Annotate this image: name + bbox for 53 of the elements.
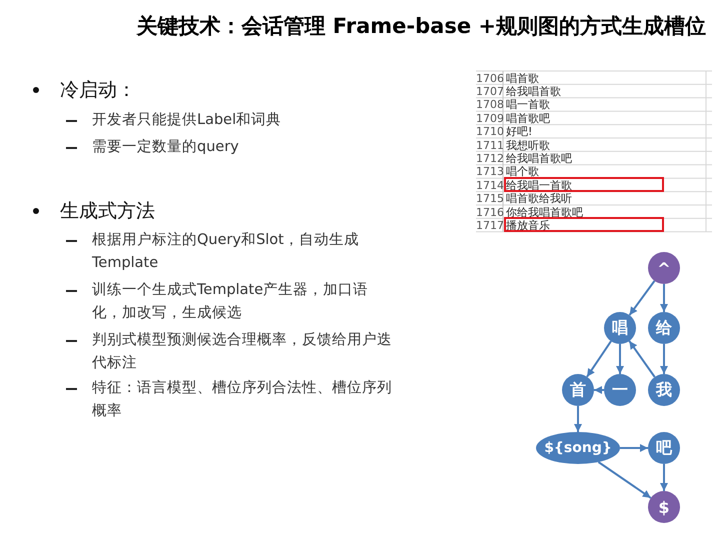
- row-number: 1711: [476, 138, 502, 152]
- table-cell: 你给我唱首歌吧: [506, 206, 583, 218]
- arrow: [660, 284, 668, 312]
- bullet-text: 需要一定数量的query: [92, 138, 240, 157]
- row-number: 1714: [476, 178, 502, 192]
- bullet-text: 训练一个生成式Template产生器，加口语化，加改写，生成候选: [92, 281, 370, 323]
- table-cell: 唱个歌: [506, 165, 539, 178]
- table-cell: 唱首歌吧: [506, 112, 550, 125]
- arrow: [598, 461, 652, 499]
- table-cell: 好吧!: [506, 125, 532, 138]
- row-number: 1708: [476, 98, 502, 112]
- bullet-heading: 生成式方法: [60, 199, 155, 223]
- bullet-heading: 冷启动：: [60, 78, 136, 102]
- table-cell: 给我唱一首歌: [506, 178, 572, 192]
- bullet-text: 开发者只能提供Label和词典: [92, 111, 282, 130]
- arrow: [586, 340, 612, 378]
- node-circle: 给: [648, 312, 680, 344]
- table-cell: 唱首歌给我听: [506, 192, 572, 206]
- slide-title: 关键技术：会话管理 Frame-base +规则图的方式生成槽位: [135, 13, 706, 40]
- row-number: 1713: [476, 165, 502, 178]
- row-number: 1716: [476, 206, 502, 218]
- table-cell: 唱首歌: [506, 72, 539, 84]
- slot-ellipse: ${song}: [536, 432, 620, 464]
- node-circle: ^: [648, 252, 680, 284]
- table-cell: 给我唱首歌吧: [506, 152, 572, 165]
- table-cell: 我想听歌: [506, 138, 550, 152]
- node-circle: 唱: [604, 312, 636, 344]
- bullet-text: 根据用户标注的Query和Slot，自动生成Template: [92, 231, 360, 273]
- node-circle: 首: [562, 374, 594, 406]
- row-number: 1710: [476, 125, 502, 138]
- row-number: 1712: [476, 152, 502, 165]
- row-number: 1707: [476, 84, 502, 98]
- table-cell: 唱一首歌: [506, 98, 550, 112]
- arrow: [616, 344, 624, 374]
- bullet-text: 判别式模型预测候选合理概率，反馈给用户迭代标注: [92, 330, 392, 373]
- table-cell: 播放音乐: [506, 218, 550, 232]
- bullet-text: 特征：语言模型、槽位序列合法性、槽位序列概率: [92, 378, 392, 421]
- row-number: 1715: [476, 192, 502, 206]
- node-circle: $: [648, 491, 680, 523]
- arrow: [620, 444, 648, 452]
- node-circle: 吧: [648, 432, 680, 464]
- row-number: 1717: [476, 218, 502, 232]
- arrow: [660, 344, 668, 374]
- row-number: 1709: [476, 112, 502, 125]
- node-circle: 我: [648, 374, 680, 406]
- arrow: [594, 386, 604, 394]
- node-circle: 一: [604, 374, 636, 406]
- arrow: [660, 464, 668, 491]
- row-number: 1706: [476, 72, 502, 84]
- table-cell: 给我唱首歌: [506, 84, 561, 98]
- arrow: [574, 406, 582, 432]
- arrow: [628, 340, 656, 378]
- arrow: [628, 280, 656, 316]
